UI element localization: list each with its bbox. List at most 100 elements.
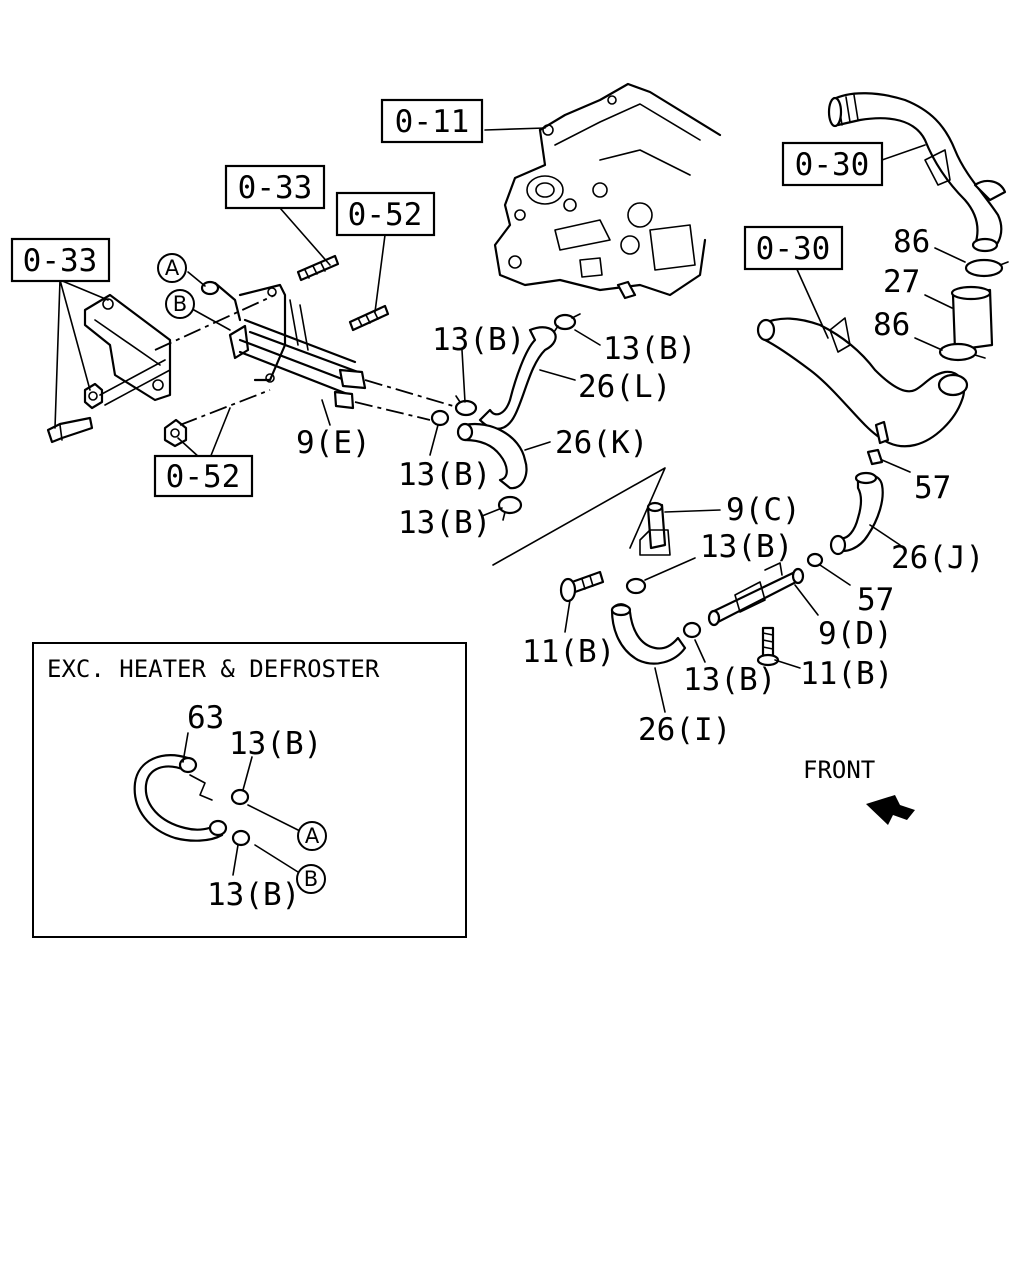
leader-0-52a: [374, 234, 386, 313]
svg-text:0-11: 0-11: [395, 104, 470, 140]
circle-a-inset: A: [297, 821, 327, 851]
label-13b-6: 13(B): [683, 662, 776, 698]
leader-13b-1: [461, 349, 466, 403]
clamp-13b-mid: [454, 395, 478, 417]
svg-text:0-52: 0-52: [166, 459, 241, 495]
label-13b-1: 13(B): [432, 322, 525, 358]
label-11b-right: 11(B): [800, 656, 893, 692]
svg-text:A: A: [305, 824, 320, 848]
leader-inset-b: [254, 844, 299, 873]
leader-9d: [794, 584, 819, 616]
leader-86b: [914, 337, 943, 351]
ref-0-52-lower: 0-52: [153, 454, 254, 498]
label-86-upper: 86: [893, 224, 930, 260]
pipe-0-30-upper: [827, 92, 1007, 253]
pipe-0-30-lower: [756, 317, 969, 448]
leader-26i: [654, 667, 666, 713]
stud-bolt-lower: [348, 304, 390, 332]
label-57-upper: 57: [914, 470, 951, 506]
hose-26i: [610, 603, 687, 665]
svg-text:0-33: 0-33: [23, 243, 98, 279]
pipe-9d: [707, 562, 805, 627]
ref-0-33-upper: 0-33: [224, 164, 326, 210]
label-front: FRONT: [803, 756, 875, 784]
leader-26j: [869, 524, 901, 546]
inset-clamp-top: [230, 788, 250, 806]
leader-0-33b: [54, 279, 109, 429]
leader-0-30a: [881, 144, 926, 161]
label-63: 63: [187, 700, 224, 736]
leader-11b-left: [564, 599, 571, 633]
clamp-13b-bottom-left: [497, 495, 523, 521]
svg-text:B: B: [304, 867, 318, 891]
label-26j: 26(J): [891, 540, 984, 576]
pipe-9e-assembly: [200, 280, 461, 421]
clamp-13b-lower: [430, 409, 450, 427]
leader-13b-4: [481, 507, 503, 517]
stud-bolt-upper: [296, 254, 340, 282]
leader-0-11: [484, 127, 546, 131]
leader-9e: [321, 399, 331, 426]
label-26i: 26(I): [638, 712, 731, 748]
leader-86a: [934, 247, 966, 263]
clamp-13b-9c: [625, 577, 647, 595]
leader-b: [193, 309, 231, 331]
label-13b-3: 13(B): [398, 457, 491, 493]
assembly-outline: [492, 467, 666, 566]
leader-13b-6: [644, 557, 696, 581]
leader-inset-13b-top: [242, 756, 253, 791]
leader-0-52b: [177, 407, 231, 459]
leader-inset-a: [247, 804, 299, 831]
hose-63: [133, 754, 228, 842]
leader-inset-13b-bottom: [232, 844, 239, 876]
label-13b-2: 13(B): [603, 331, 696, 367]
label-27: 27: [883, 264, 920, 300]
svg-text:0-52: 0-52: [348, 197, 423, 233]
leader-0-33a: [279, 207, 331, 266]
label-26l: 26(L): [578, 369, 671, 405]
ref-0-30-lower: 0-30: [743, 225, 844, 271]
arrow-front-icon: [866, 795, 915, 825]
bolt-11b-right: [756, 626, 780, 667]
leader-9c: [664, 509, 721, 513]
label-inset-13b-top: 13(B): [229, 726, 322, 762]
label-9e: 9(E): [296, 425, 371, 461]
svg-text:0-33: 0-33: [238, 170, 313, 206]
leader-57b: [819, 564, 851, 586]
clamp-86-upper: [964, 258, 1009, 278]
svg-text:B: B: [173, 292, 187, 316]
inset-panel: EXC. HEATER & DEFROSTER A B 63 13(B) 13(…: [32, 642, 467, 938]
label-9c: 9(C): [726, 492, 801, 528]
label-13b-5: 13(B): [700, 529, 793, 565]
clamp-86-lower: [938, 342, 986, 362]
leader-26k: [524, 441, 551, 451]
hose-26k: [456, 422, 528, 490]
ref-0-11: 0-11: [380, 98, 484, 144]
clamp-13b-top-right: [553, 313, 581, 333]
leader-26l: [539, 369, 576, 381]
circle-b-main: B: [165, 289, 195, 319]
leader-57a: [881, 459, 911, 473]
hose-27: [950, 285, 994, 352]
svg-text:0-30: 0-30: [756, 231, 831, 267]
hose-26j: [829, 471, 884, 556]
leader-13b-5: [694, 639, 706, 663]
label-11b-left: 11(B): [522, 634, 615, 670]
leader-63: [182, 732, 189, 763]
circle-b-inset: B: [296, 864, 326, 894]
inset-clamp-bottom: [231, 829, 251, 847]
ref-0-33-left: 0-33: [10, 237, 111, 283]
label-13b-4: 13(B): [398, 505, 491, 541]
engine-block: [493, 82, 722, 300]
leader-a: [187, 271, 206, 287]
bolt-11b-left: [559, 570, 605, 603]
leader-13b-3: [429, 424, 439, 456]
leader-27: [924, 294, 953, 309]
clip-57-upper: [866, 448, 884, 466]
svg-text:A: A: [165, 256, 180, 280]
leader-11b-right: [774, 659, 801, 669]
label-9d: 9(D): [818, 616, 893, 652]
label-inset-13b-bottom: 13(B): [207, 877, 300, 913]
clamp-13b-9d: [682, 621, 702, 639]
